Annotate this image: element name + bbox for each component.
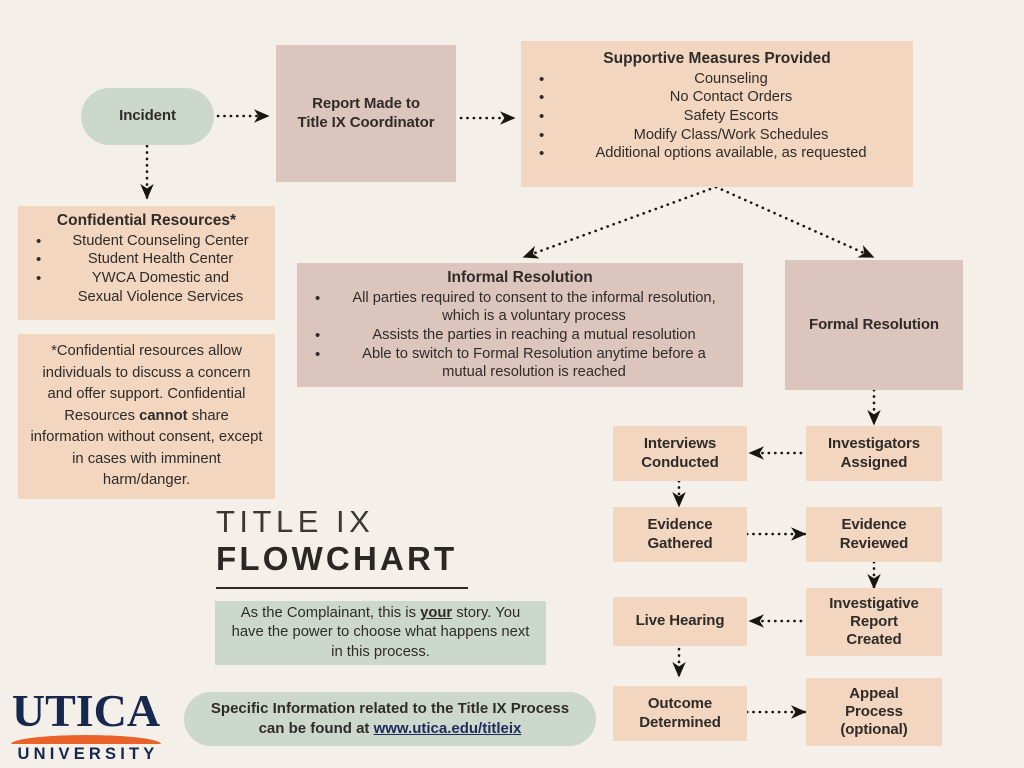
info-pill-text: Specific Information related to the Titl… <box>198 699 582 739</box>
list-item-continuation: Sexual Violence Services <box>77 288 244 305</box>
list-item: Counseling <box>521 70 913 89</box>
node-interviews-conducted[interactable]: Interviews Conducted <box>613 426 747 481</box>
node-investigative-report-line1: Investigative <box>829 594 919 612</box>
node-interviews-line2: Conducted <box>641 453 719 471</box>
node-outcome-line2: Determined <box>639 713 721 731</box>
confidential-note-part2: share information without consent, excep… <box>30 407 263 489</box>
node-investigative-report-line3: Created <box>846 631 902 649</box>
node-confidential-resources[interactable]: Confidential Resources* Student Counseli… <box>18 206 275 320</box>
confidential-note-emphasis: cannot <box>139 407 188 424</box>
list-item: Additional options available, as request… <box>521 144 913 163</box>
node-incident[interactable]: Incident <box>81 88 214 145</box>
node-investigators-line1: Investigators <box>827 435 921 453</box>
node-outcome-line1: Outcome <box>647 695 713 713</box>
node-appeal-line2: Process <box>845 702 903 720</box>
node-live-hearing-label: Live Hearing <box>635 612 725 630</box>
node-outcome-determined[interactable]: Outcome Determined <box>613 686 747 741</box>
utica-university-logo: UTICA UNIVERSITY <box>8 688 164 763</box>
supportive-measures-heading: Supportive Measures Provided <box>603 50 831 67</box>
node-report-line2: Title IX Coordinator <box>297 113 435 131</box>
list-item: No Contact Orders <box>521 88 913 107</box>
node-report-to-coordinator[interactable]: Report Made to Title IX Coordinator <box>276 45 456 182</box>
node-supportive-measures[interactable]: Supportive Measures Provided Counseling … <box>521 41 913 187</box>
node-evidence-gathered-line2: Gathered <box>647 534 713 552</box>
node-investigative-report-created[interactable]: Investigative Report Created <box>806 588 942 656</box>
node-appeal-line3: (optional) <box>840 721 908 739</box>
info-pill-label: Specific Information related to the Titl… <box>210 700 570 737</box>
complainant-note-part1: As the Complainant, this is <box>240 605 421 622</box>
node-appeal-line1: Appeal <box>849 684 899 702</box>
node-incident-label: Incident <box>119 107 176 125</box>
logo-subtext: UNIVERSITY <box>17 745 159 763</box>
complainant-note-emphasis: your <box>420 605 453 622</box>
complainant-note-text: As the Complainant, this is your story. … <box>225 604 536 662</box>
list-item: All parties required to consent to the i… <box>297 289 743 326</box>
node-evidence-reviewed-line1: Evidence <box>841 516 907 534</box>
node-evidence-reviewed-line2: Reviewed <box>839 534 909 552</box>
titleix-website-link[interactable]: www.utica.edu/titleix <box>373 720 522 737</box>
confidential-note-text: *Confidential resources allow individual… <box>30 341 263 491</box>
node-evidence-gathered[interactable]: Evidence Gathered <box>613 507 747 562</box>
complainant-note: As the Complainant, this is your story. … <box>215 601 546 665</box>
informal-resolution-heading: Informal Resolution <box>447 269 593 286</box>
arrow-supportive-to-formal <box>714 185 875 259</box>
logo-swoosh-icon <box>11 735 161 744</box>
node-confidential-note: *Confidential resources allow individual… <box>18 334 275 499</box>
node-live-hearing[interactable]: Live Hearing <box>613 597 747 646</box>
list-item: Student Health Center <box>18 250 275 269</box>
node-evidence-gathered-line1: Evidence <box>647 516 713 534</box>
node-investigators-line2: Assigned <box>840 453 908 471</box>
logo-wordmark: UTICA <box>11 685 161 736</box>
complainant-note-part2: story. You have the power to choose what… <box>231 605 530 660</box>
node-appeal-process[interactable]: Appeal Process (optional) <box>806 678 942 746</box>
node-formal-resolution[interactable]: Formal Resolution <box>785 260 963 390</box>
page-title-line1: TITLE IX <box>216 504 375 539</box>
informal-resolution-list: All parties required to consent to the i… <box>297 289 743 382</box>
info-pill[interactable]: Specific Information related to the Titl… <box>184 692 596 746</box>
list-item: Assists the parties in reaching a mutual… <box>297 326 743 345</box>
list-item: Student Counseling Center <box>18 232 275 251</box>
node-interviews-line1: Interviews <box>643 435 717 453</box>
list-item: YWCA Domestic and <box>18 269 275 288</box>
node-informal-resolution[interactable]: Informal Resolution All parties required… <box>297 263 743 387</box>
node-report-line1: Report Made to <box>312 95 420 113</box>
node-evidence-reviewed[interactable]: Evidence Reviewed <box>806 507 942 562</box>
list-item: Able to switch to Formal Resolution anyt… <box>297 345 743 382</box>
node-formal-resolution-label: Formal Resolution <box>809 315 939 333</box>
list-item: Modify Class/Work Schedules <box>521 126 913 145</box>
page-title: TITLE IX FLOWCHART <box>216 504 506 590</box>
confidential-resources-list: Student Counseling Center Student Health… <box>18 232 275 307</box>
page-title-line2: FLOWCHART <box>216 540 458 578</box>
confidential-note-part1: *Confidential resources allow individual… <box>42 343 251 424</box>
node-investigators-assigned[interactable]: Investigators Assigned <box>806 426 942 481</box>
title-divider <box>216 587 468 590</box>
arrow-supportive-to-informal <box>522 185 718 259</box>
node-investigative-report-line2: Report <box>850 612 898 630</box>
confidential-resources-heading: Confidential Resources* <box>56 212 237 229</box>
supportive-measures-list: Counseling No Contact Orders Safety Esco… <box>521 70 913 163</box>
list-item: Safety Escorts <box>521 107 913 126</box>
